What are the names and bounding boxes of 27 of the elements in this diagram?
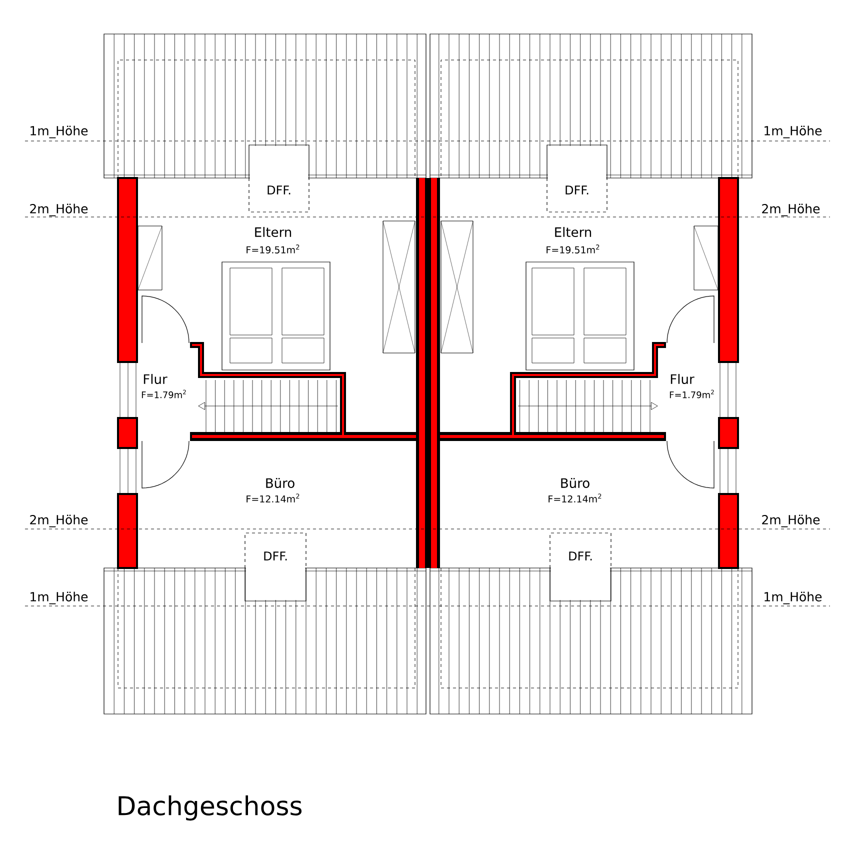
room-name: Flur [144,374,168,384]
height-label: 1m_Höhe [30,592,88,604]
area-label: F=1.79m$^{2}$ [670,390,714,398]
skylight-box: DFF. [550,532,612,602]
caption: Dachgeschoss [118,795,302,821]
height-label: 1m_Höhe [30,126,88,138]
height-label: 2m_Höhe [30,514,88,528]
area-label: F=12.14m$^{2}$ [548,494,602,502]
height-label: 2m_Höhe [762,514,820,528]
height-label: 2m_Höhe [30,204,88,216]
room-name: Büro [561,478,590,488]
area-label: F=1.79m$^{2}$ [142,390,186,398]
skylight-box: DFF. [248,144,310,212]
node-label: DFF. [566,186,588,194]
room-name: Eltern [255,226,292,238]
area-label: F=12.14m$^{2}$ [246,494,300,502]
height-label: 2m_Höhe [762,204,820,216]
skylight-box: DFF. [546,144,608,212]
height-label: 1m_Höhe [764,126,822,138]
height-label: 1m_Höhe [764,592,822,604]
area-label: F=19.51m$^{2}$ [246,244,300,254]
room-name: Eltern [555,226,592,238]
room-name: Flur [670,374,694,384]
area-label: F=19.51m$^{2}$ [546,244,600,254]
room-name: Büro [266,478,294,488]
node-label: DFF. [268,186,290,194]
skylight-box: DFF. [244,532,306,602]
